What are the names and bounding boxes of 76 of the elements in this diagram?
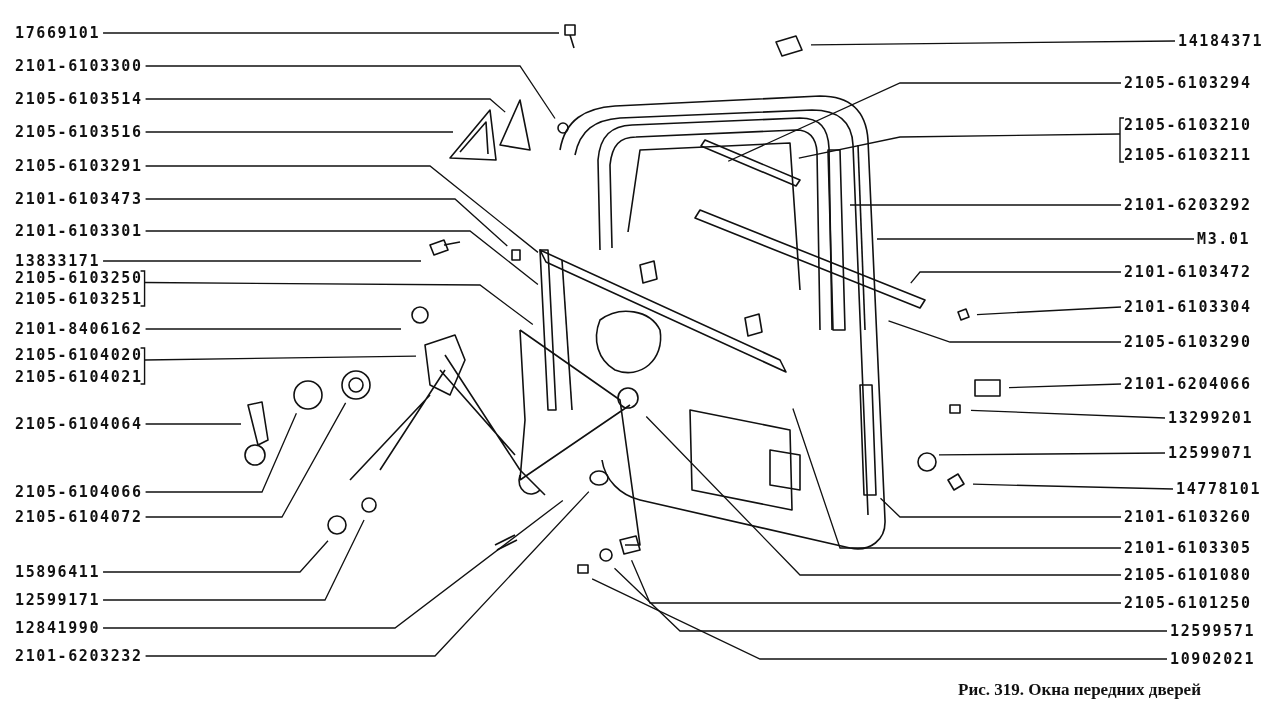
part-number: 2105-6104021 [15, 368, 143, 386]
part-number: 2105-6104064 [15, 415, 143, 433]
part-number: 2105-6101250 [1124, 594, 1252, 612]
part-number: 2105-6104072 [15, 508, 143, 526]
leader-line [910, 271, 1122, 284]
leader-line [143, 281, 534, 326]
part-number: 10902021 [1170, 650, 1256, 668]
leader-line [727, 82, 1122, 162]
part-number: 2105-6103211 [1124, 146, 1252, 164]
part-number: 2105-6101080 [1124, 566, 1252, 584]
part-number: 2101-8406162 [15, 320, 143, 338]
leader-line [144, 490, 590, 657]
part-number: 2105-6103291 [15, 157, 143, 175]
leader-line [143, 355, 417, 361]
part-number: 2101-6103473 [15, 190, 143, 208]
part-number: M3.01 [1197, 230, 1251, 248]
part-number: 2101-6103300 [15, 57, 143, 75]
leader-line [144, 412, 298, 493]
leader-line [972, 483, 1174, 490]
part-number: 2101-6103304 [1124, 298, 1252, 316]
part-number: 12841990 [15, 619, 101, 637]
leader-line [970, 409, 1166, 419]
leader-line [879, 497, 1122, 518]
part-number: 2101-6203292 [1124, 196, 1252, 214]
leader-line [144, 230, 539, 286]
part-number: 2105-6103250 [15, 269, 143, 287]
leader-line [102, 260, 422, 262]
part-number: 2101-6103305 [1124, 539, 1252, 557]
leader-line [591, 578, 1168, 660]
leader-line [876, 238, 1195, 240]
part-number: 2105-6103290 [1124, 333, 1252, 351]
leader-line [613, 567, 1168, 632]
leader-line [144, 402, 347, 518]
leader-line [144, 98, 506, 113]
leader-line [102, 499, 564, 629]
part-number: 12599571 [1170, 622, 1256, 640]
leader-line [102, 540, 329, 573]
part-number: 13833171 [15, 252, 101, 270]
part-number: 2105-6103251 [15, 290, 143, 308]
part-number: 13299201 [1168, 409, 1254, 427]
leader-line [887, 320, 1122, 343]
leader-line [144, 131, 454, 133]
leader-line [938, 452, 1166, 456]
leader-line [849, 204, 1122, 206]
leader-line [144, 165, 539, 254]
part-number: 12599171 [15, 591, 101, 609]
part-number: 14778101 [1176, 480, 1262, 498]
part-number: 2101-6103260 [1124, 508, 1252, 526]
leader-line [144, 198, 508, 247]
leader-line [144, 328, 402, 330]
part-number: 2105-6103514 [15, 90, 143, 108]
part-number: 14184371 [1178, 32, 1264, 50]
part-number: 15896411 [15, 563, 101, 581]
part-number: 2101-6103472 [1124, 263, 1252, 281]
part-number: 2101-6103301 [15, 222, 143, 240]
part-number: 2105-6103294 [1124, 74, 1252, 92]
leader-line [144, 423, 242, 425]
part-number: 12599071 [1168, 444, 1254, 462]
part-number: 2101-6203232 [15, 647, 143, 665]
leader-line [102, 32, 560, 34]
leader-line [798, 133, 1121, 159]
leader-line [645, 415, 1122, 576]
part-number: 2105-6104020 [15, 346, 143, 364]
leader-line [810, 40, 1176, 46]
leader-line [102, 519, 365, 601]
part-number: 2105-6104066 [15, 483, 143, 501]
leader-line [630, 559, 1122, 604]
part-number: 2105-6103210 [1124, 116, 1252, 134]
part-number: 2105-6103516 [15, 123, 143, 141]
leader-line [792, 407, 1122, 549]
leader-line [1008, 383, 1122, 389]
leader-line [976, 306, 1122, 316]
leader-line [144, 65, 556, 120]
part-number: 2101-6204066 [1124, 375, 1252, 393]
figure-caption: Рис. 319. Окна передних дверей [958, 680, 1201, 700]
part-number: 17669101 [15, 24, 101, 42]
